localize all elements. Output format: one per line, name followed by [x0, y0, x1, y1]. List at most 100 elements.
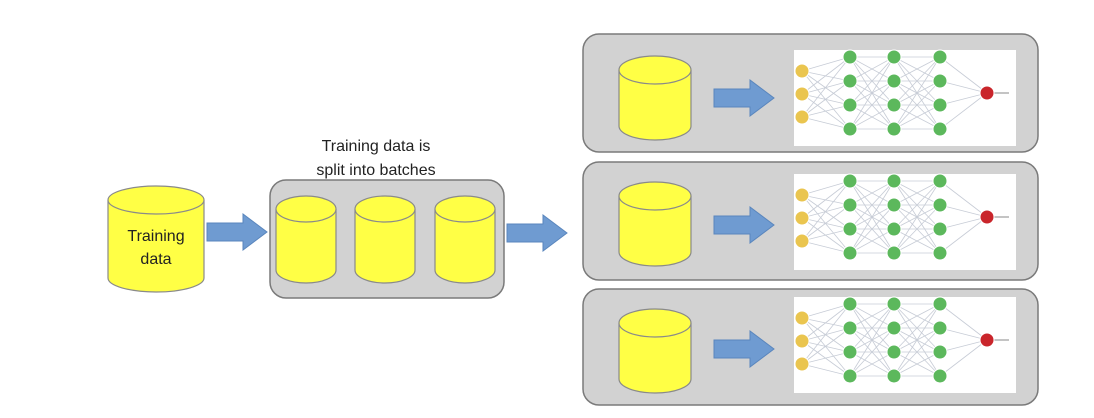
network-edge: [801, 56, 851, 72]
network-edge: [849, 180, 895, 206]
input-node: [794, 187, 810, 203]
network-edge: [893, 104, 941, 130]
network-edge: [849, 303, 895, 353]
worker-batch-cylinder: [618, 55, 692, 141]
hidden-node: [886, 344, 902, 360]
batch-cylinder: [434, 195, 496, 284]
worker-panel: [582, 161, 1039, 281]
hidden-node: [932, 73, 948, 89]
batches-container: [269, 179, 505, 299]
neural-network-canvas: [794, 174, 1016, 270]
cylinder-top: [275, 195, 337, 223]
network-edge: [893, 204, 941, 254]
network-edge: [801, 204, 851, 242]
batches-caption-line1: Training data is: [322, 138, 431, 155]
network-edge: [801, 228, 851, 242]
batch-cylinder: [275, 195, 337, 284]
hidden-node: [932, 49, 948, 65]
hidden-node: [886, 173, 902, 189]
worker-batch-cylinder: [618, 308, 692, 394]
network-edges: [801, 303, 988, 377]
network-edge: [801, 93, 851, 130]
worker-panel: [582, 33, 1039, 153]
training-data-label-line1: Training: [127, 228, 184, 245]
worker-panels: [582, 33, 1039, 406]
network-edge: [801, 80, 851, 118]
network-edge: [801, 317, 851, 353]
cylinder-top: [618, 181, 692, 211]
network-edge: [893, 56, 941, 82]
network-edge: [849, 351, 895, 377]
network-edge: [939, 204, 988, 218]
network-edge: [801, 180, 851, 242]
network-edge: [939, 92, 988, 130]
network-edge: [801, 317, 851, 377]
cylinder-top: [434, 195, 496, 223]
network-edge: [893, 228, 941, 254]
network-edge: [893, 80, 941, 130]
network-edge: [849, 228, 895, 254]
hidden-node: [932, 245, 948, 261]
network-edge: [893, 56, 941, 106]
network-edge: [801, 180, 851, 219]
hidden-node: [842, 221, 858, 237]
network-edge: [893, 327, 941, 377]
network-edge: [893, 303, 941, 329]
hidden-node: [842, 344, 858, 360]
hidden-node: [842, 49, 858, 65]
hidden-node: [886, 221, 902, 237]
network-edge: [893, 180, 941, 206]
network-edge: [801, 70, 851, 130]
cylinder-body: [618, 196, 692, 267]
worker-panel: [582, 288, 1039, 406]
arrow-right-icon: [506, 214, 568, 252]
network-edge: [801, 363, 851, 377]
hidden-node: [842, 121, 858, 137]
network-edge: [849, 204, 895, 254]
hidden-node: [842, 296, 858, 312]
network-edge: [849, 303, 895, 377]
worker-batch-cylinder: [618, 181, 692, 267]
network-edge: [801, 217, 851, 254]
network-edge: [849, 104, 895, 130]
network-edge: [939, 80, 988, 94]
cylinder-body: [107, 200, 205, 293]
hidden-node: [932, 173, 948, 189]
cylinder-body: [618, 70, 692, 141]
input-node: [794, 63, 810, 79]
neural-network-canvas: [794, 297, 1016, 393]
network-edge: [849, 180, 895, 230]
network-edge: [893, 180, 941, 230]
network-edge: [801, 104, 851, 118]
arrow-to-workers: [506, 214, 568, 252]
hidden-node: [842, 245, 858, 261]
network-edge: [801, 303, 851, 342]
hidden-node: [932, 296, 948, 312]
network-edge: [939, 339, 988, 353]
network-edge: [801, 56, 851, 118]
network-edge: [893, 180, 941, 254]
hidden-node: [842, 320, 858, 336]
network-edge: [801, 351, 851, 365]
batch-cylinder: [354, 195, 416, 284]
network-edge: [801, 303, 851, 319]
hidden-node: [932, 344, 948, 360]
batches-caption: Training data is split into batches: [316, 138, 435, 179]
network-edge: [849, 56, 895, 106]
network-edge: [939, 180, 988, 218]
hidden-node: [842, 97, 858, 113]
hidden-node: [886, 197, 902, 213]
network-edge: [801, 327, 851, 365]
network-edge: [893, 303, 941, 353]
batches-caption-line2: split into batches: [316, 162, 435, 179]
hidden-node: [886, 73, 902, 89]
input-node: [794, 356, 810, 372]
hidden-node: [932, 221, 948, 237]
network-edge: [801, 194, 851, 254]
network-edge: [939, 216, 988, 254]
hidden-node: [842, 368, 858, 384]
input-node: [794, 210, 810, 226]
network-edges: [801, 180, 988, 254]
input-node: [794, 109, 810, 125]
network-edge: [801, 340, 851, 377]
